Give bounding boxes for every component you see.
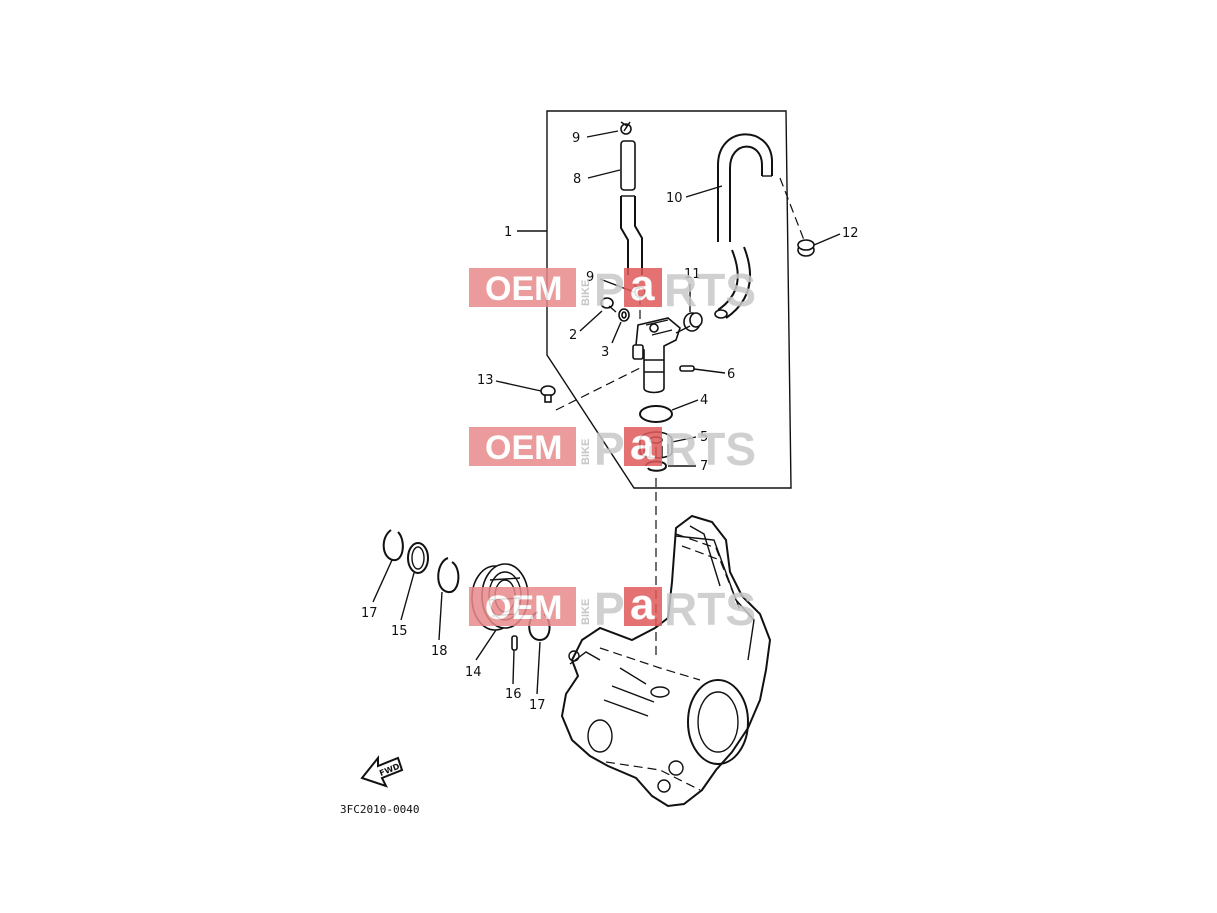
callout-12: 12 [842,226,859,241]
callout-16: 16 [505,687,522,702]
callout-4: 4 [700,393,708,408]
watermark-oem-box [469,587,576,626]
watermark-bike-text: BIKE [580,599,592,625]
watermark-a-box [624,268,662,307]
callout-3: 3 [601,345,609,360]
fwd-arrow-icon: FWD [360,755,404,788]
watermark-a-box [624,587,662,626]
watermark-p-text: P [594,583,625,635]
diagram-code: 3FC2010-0040 [340,803,419,816]
watermark-oem-box [469,427,576,466]
callout-10: 10 [666,191,683,206]
watermark-bike-text: BIKE [580,280,592,306]
watermark-p-text: P [594,423,625,475]
watermark-2: OEM BIKE P a RTS [469,420,756,475]
callout-9-lower: 9 [586,270,594,285]
o-ring-part-4 [639,405,673,423]
callout-17-right: 17 [529,698,546,713]
watermark-oem-text: OEM [485,429,562,467]
callout-1: 1 [504,225,512,240]
ring-part-18 [437,557,460,593]
callout-14: 14 [465,665,482,680]
leader-lines [372,130,841,695]
oil-pump-body [632,317,691,394]
callout-8: 8 [573,172,581,187]
breather-hose-part-8 [620,140,643,275]
clip-part-9-top [620,121,632,135]
cap-part-12 [797,239,815,257]
callout-15: 15 [391,624,408,639]
watermark-a-text: a [630,580,655,629]
callout-18: 18 [431,644,448,659]
callout-11: 11 [684,267,701,282]
watermark-a-text: a [630,261,655,310]
watermark-p-text: P [594,264,625,316]
cap-part-11 [683,312,703,332]
assembly-frame [546,110,792,489]
dash-line-12 [779,177,805,241]
callout-2: 2 [569,328,577,343]
watermark-oem-box [469,268,576,307]
watermark-3: OEM BIKE P a RTS [469,580,756,635]
washer-part-3 [618,308,630,322]
screw-part-13 [540,385,556,403]
watermark-rts-text: RTS [664,423,756,475]
callout-9-top: 9 [572,131,580,146]
callout-13: 13 [477,373,494,388]
watermark-bike-text: BIKE [580,439,592,465]
callout-17-left: 17 [361,606,378,621]
callout-labels: 1 2 3 4 5 6 7 8 9 9 10 11 12 13 14 15 16… [361,131,859,713]
watermark-rts-text: RTS [664,583,756,635]
watermark-rts-text: RTS [664,264,756,316]
watermark-oem-text: OEM [485,589,562,627]
callout-6: 6 [727,367,735,382]
pin-part-6 [679,365,695,372]
circlip-part-17-left [382,529,404,562]
callout-7: 7 [700,459,708,474]
callout-5: 5 [700,430,708,445]
washer-part-15-inner [411,546,425,570]
watermark-oem-text: OEM [485,270,562,308]
crankcase-cover [560,514,772,808]
watermark-1: OEM BIKE P a RTS [469,261,756,316]
watermark-a-box [624,427,662,466]
washer-part-15 [407,542,429,574]
pin-part-16 [511,635,518,651]
hose-part-10 [714,133,773,319]
watermark-a-text: a [630,420,655,469]
screw-part-2 [600,297,617,313]
dash-line-13 [555,365,645,411]
